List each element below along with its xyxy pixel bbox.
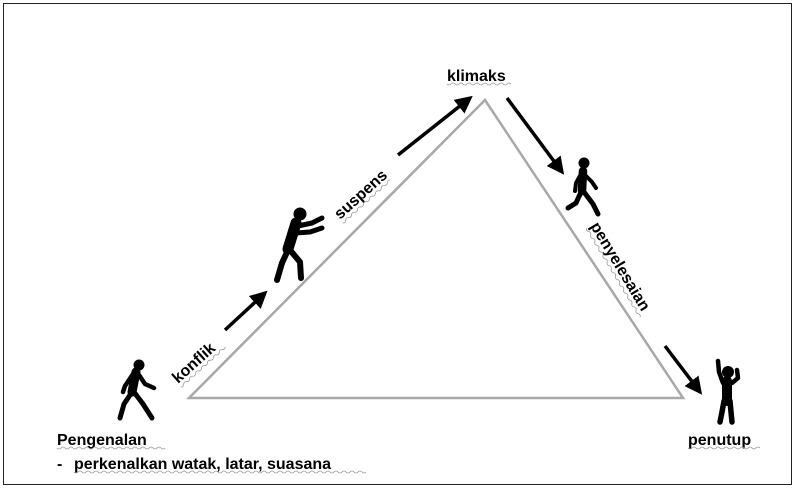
spell-underline-introduction — [56, 446, 166, 450]
label-climax: klimaks — [447, 68, 506, 85]
spell-underline-resolution — [586, 227, 641, 318]
arrow-suspense — [396, 95, 473, 157]
celebrating-person-icon — [715, 358, 741, 425]
label-introduction: Pengenalan — [57, 432, 147, 449]
note-dash: - — [57, 456, 62, 473]
arrow-conflict — [223, 290, 268, 332]
spell-underline-climax — [446, 82, 512, 86]
diagram-frame — [3, 3, 792, 485]
arrow-climax-descent — [505, 96, 565, 175]
label-conflict: konflik — [169, 340, 219, 387]
label-suspense: suspens — [331, 167, 391, 223]
label-introduction-note: perkenalkan watak, latar, suasana — [74, 456, 331, 473]
spell-underline-closing — [687, 446, 761, 450]
spell-underline-suspense — [342, 179, 391, 224]
arrow-resolution — [663, 344, 703, 395]
spell-underline-note — [73, 470, 367, 474]
spell-underline-conflict — [180, 346, 226, 388]
label-closing: penutup — [688, 432, 751, 449]
plot-triangle — [185, 98, 686, 400]
walking-person-icon — [117, 359, 157, 421]
pushing-person-icon — [274, 207, 325, 283]
running-person-icon — [565, 157, 601, 217]
